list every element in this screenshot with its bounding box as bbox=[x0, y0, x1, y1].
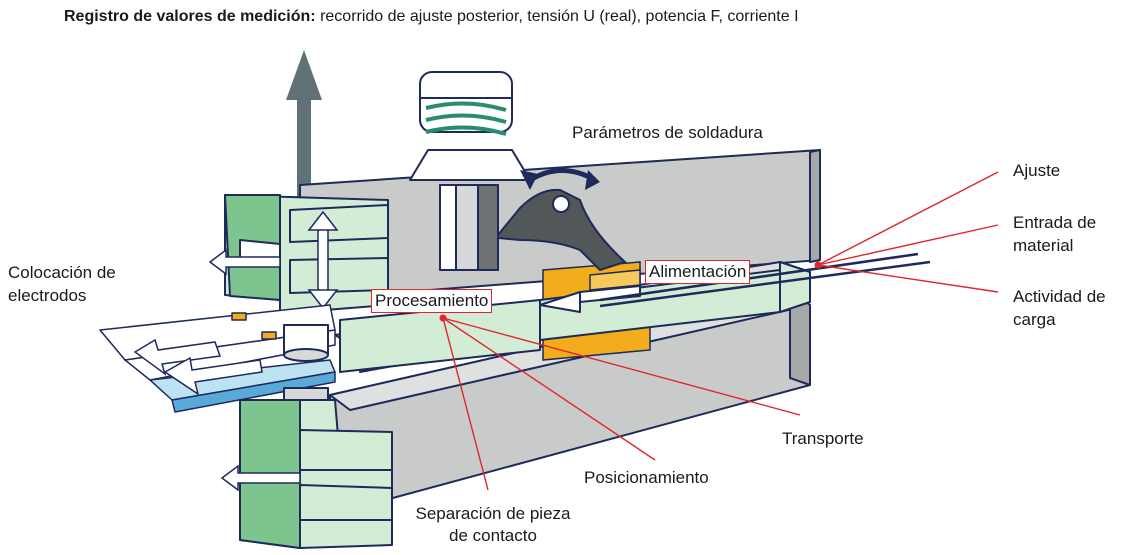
lower-electrode-holder bbox=[239, 324, 393, 549]
load-activity-label-2: carga bbox=[1013, 310, 1056, 329]
electrode-label-1: Colocación de bbox=[8, 263, 116, 282]
rotation-arrow-icon bbox=[520, 168, 600, 190]
measurement-header: Registro de valores de medición: recorri… bbox=[64, 8, 799, 26]
header-title: Registro de valores de medición: bbox=[64, 8, 316, 25]
header-text: recorrido de ajuste posterior, tensión U… bbox=[315, 8, 799, 25]
material-strip bbox=[599, 252, 931, 308]
transport-carriage bbox=[339, 261, 811, 373]
double-arrow-icon bbox=[307, 210, 339, 310]
lower-left-arrow-icon bbox=[220, 464, 301, 492]
processing-label: Procesamiento bbox=[371, 289, 493, 313]
positioning-label: Posicionamiento bbox=[584, 468, 709, 487]
welding-params-label: Parámetros de soldadura bbox=[572, 123, 763, 142]
feed-label: Alimentación bbox=[645, 260, 751, 284]
leader-lines bbox=[442, 171, 999, 491]
upward-arrow-icon bbox=[286, 50, 322, 208]
load-activity-label-1: Actividad de bbox=[1013, 287, 1106, 306]
adjust-label: Ajuste bbox=[1013, 161, 1061, 180]
adjust-point bbox=[814, 261, 822, 269]
upper-electrode-holder bbox=[224, 194, 389, 326]
material-input-label-1: Entrada de bbox=[1013, 213, 1097, 232]
electrode-arrow-icon bbox=[133, 338, 263, 396]
separation-label-2: de contacto bbox=[449, 526, 537, 545]
transport-label: Transporte bbox=[782, 429, 864, 448]
welding-head bbox=[409, 71, 531, 271]
left-arrow-icon bbox=[208, 248, 281, 276]
separation-label-1: Separación de pieza bbox=[415, 504, 571, 523]
electrode-label-2: electrodos bbox=[8, 286, 87, 305]
processing-point bbox=[439, 314, 447, 322]
material-input-label-2: material bbox=[1013, 236, 1074, 255]
welding-lever bbox=[497, 188, 627, 272]
